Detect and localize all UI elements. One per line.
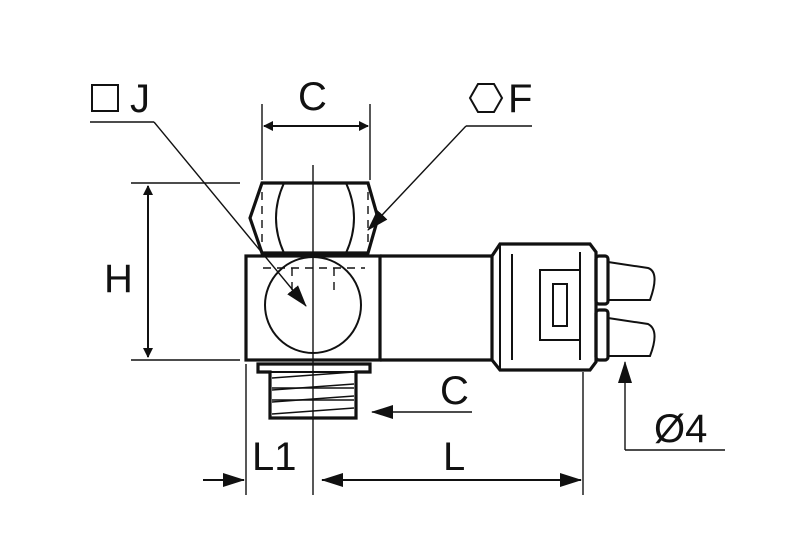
- leader-j-label: J: [130, 77, 150, 121]
- dim-h: H: [104, 182, 240, 361]
- dim-l-label: L: [443, 435, 465, 479]
- dim-dia4: Ø4: [618, 361, 725, 451]
- leader-f-label: F: [508, 77, 532, 121]
- hex-nut: [248, 181, 380, 255]
- dim-l1-l: L1 L: [203, 364, 584, 495]
- dim-c-top: C: [261, 75, 371, 180]
- dim-h-label: H: [104, 257, 133, 301]
- dim-c-thread: C: [371, 369, 472, 419]
- square-icon: [91, 84, 119, 112]
- tubes: [607, 261, 656, 357]
- dim-c-thread-label: C: [440, 369, 469, 413]
- dim-c-top-label: C: [298, 75, 327, 119]
- dim-l1-label: L1: [252, 435, 297, 479]
- push-in-connector: [490, 242, 610, 372]
- threaded-stem: [256, 362, 372, 420]
- hexagon-icon: [468, 83, 504, 113]
- dim-dia4-label: Ø4: [654, 407, 707, 451]
- leader-hex-f: F: [367, 77, 532, 231]
- fitting-arm: [380, 254, 492, 362]
- leader-square-j: J: [90, 77, 307, 307]
